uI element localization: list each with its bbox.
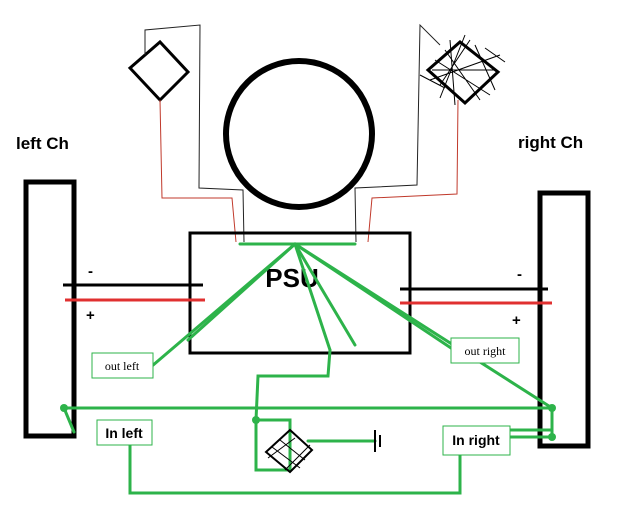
right-channel-board [537,190,591,449]
transformer-toroid [223,58,375,210]
in-right-box: In right [442,425,511,456]
out-left-box: out left [91,352,154,379]
plus-label-right: + [512,312,521,329]
in-left-box: In left [96,419,153,446]
red-thin-wire-left [159,99,237,243]
black-thin-wire-left [144,24,245,243]
right-channel-label: right Ch [518,133,583,152]
in-right-label: In right [452,432,500,448]
out-right-box: out right [450,337,520,364]
minus-label-right: - [517,266,522,283]
black-thin-wire-right [354,23,441,243]
left-rectifier-diamond [127,39,191,103]
plus-label-left: + [86,307,95,324]
ground-wiring [62,242,554,495]
ground-junction-dots [60,404,556,441]
earth-ground-icon [374,430,381,452]
red-thin-wire-right [367,99,459,243]
left-channel-board [23,179,77,439]
out-right-label: out right [465,344,507,358]
ground-bridge-diamond [264,428,314,474]
right-rectifier-diamond [419,34,506,106]
psu-box [188,231,412,355]
minus-label-left: - [88,263,93,280]
in-left-label: In left [105,425,143,441]
left-channel-label: left Ch [16,134,69,153]
out-left-label: out left [105,359,140,373]
